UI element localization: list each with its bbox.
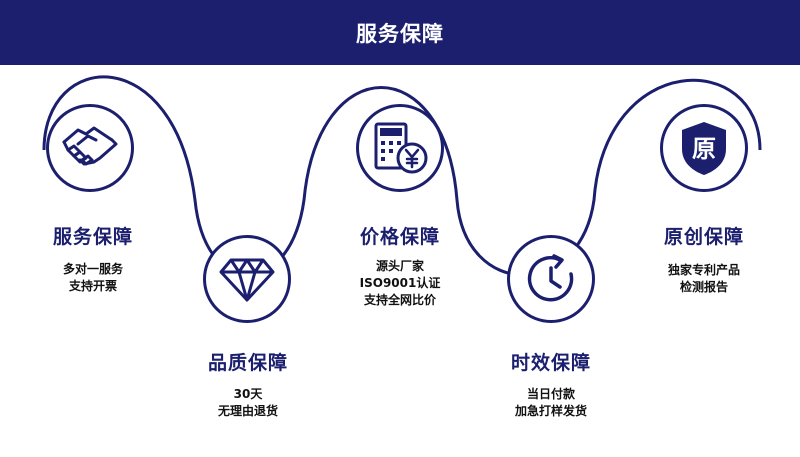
desc-line: 源头厂家	[375, 259, 424, 273]
desc-line: 加急打样发货	[514, 404, 587, 418]
item-title-service: 服务保障	[52, 226, 133, 248]
desc-line: 当日付款	[526, 387, 575, 401]
item-desc-price: 源头厂家 ISO9001认证 支持全网比价	[315, 258, 485, 309]
shield-icon: 原	[682, 122, 726, 175]
item-title-timeliness: 时效保障	[510, 352, 591, 374]
item-title-original: 原创保障	[663, 226, 744, 248]
desc-line: ISO9001认证	[359, 276, 441, 290]
original-icon-circle: 原	[660, 104, 748, 192]
shield-char: 原	[692, 135, 716, 163]
header-bar: 服务保障	[0, 0, 800, 65]
clock-arrow-icon	[527, 254, 574, 302]
desc-line: 无理由退货	[217, 404, 278, 418]
desc-line: 检测报告	[679, 280, 728, 294]
service-icon-circle	[46, 104, 134, 192]
page-title: 服务保障	[356, 21, 444, 46]
item-desc-original: 独家专利产品 检测报告	[619, 262, 789, 296]
item-desc-quality: 30天 无理由退货	[163, 386, 333, 420]
desc-line: 多对一服务	[62, 262, 123, 276]
item-desc-timeliness: 当日付款 加急打样发货	[466, 386, 636, 420]
calculator-yen-icon	[374, 122, 428, 174]
handshake-icon	[62, 126, 118, 166]
quality-icon-circle	[203, 235, 291, 323]
diamond-icon	[219, 258, 275, 302]
desc-line: 支持全网比价	[363, 293, 436, 307]
desc-line: 独家专利产品	[667, 263, 740, 277]
desc-line: 30天	[233, 387, 263, 401]
item-title-price: 价格保障	[359, 226, 440, 248]
timeliness-icon-circle	[507, 235, 595, 323]
price-icon-circle	[356, 104, 444, 192]
item-desc-service: 多对一服务 支持开票	[8, 261, 178, 295]
item-title-quality: 品质保障	[207, 352, 288, 374]
desc-line: 支持开票	[68, 279, 117, 293]
